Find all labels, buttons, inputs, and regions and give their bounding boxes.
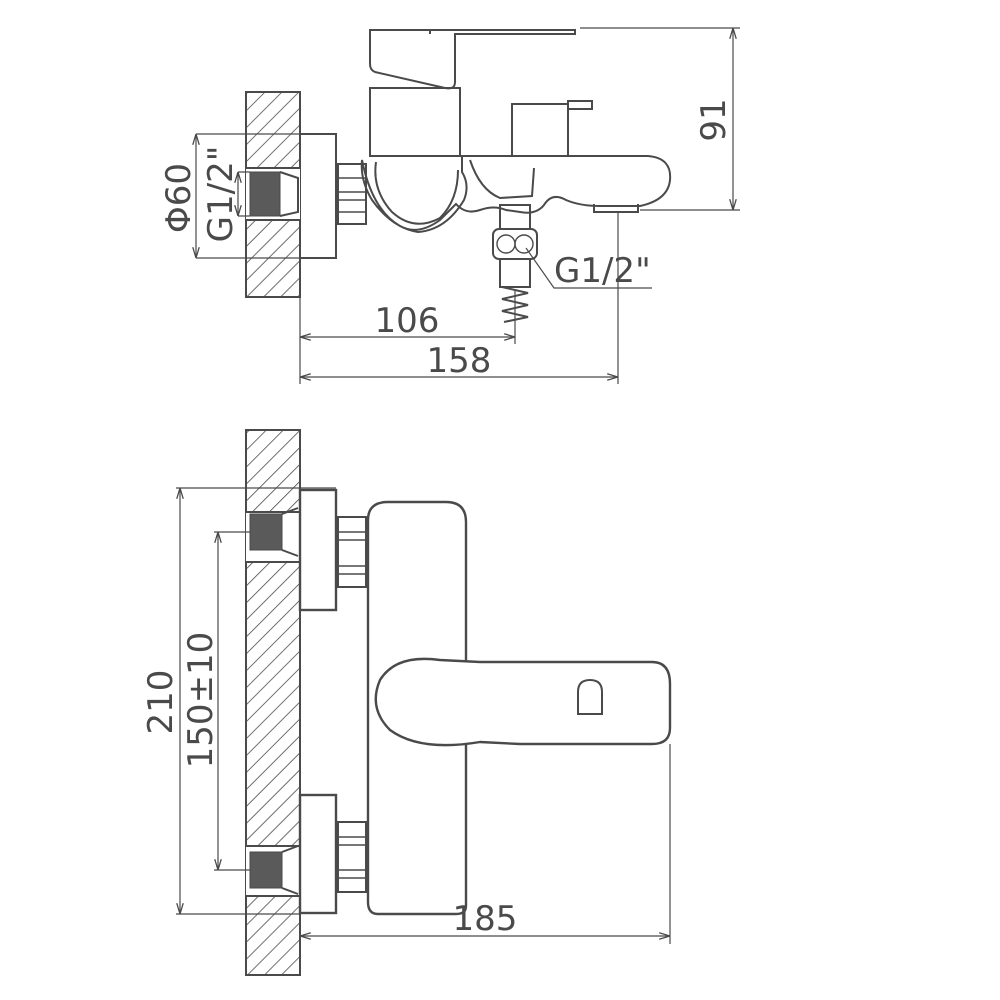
front-view: 210 150±10 185: [141, 429, 672, 976]
flange-lower: [298, 793, 338, 915]
dim-thread-wall-label: G1/2": [201, 146, 241, 243]
cartridge-housing-top: [369, 87, 461, 157]
dim-overall-height: 210: [141, 487, 336, 915]
flange-upper: [298, 488, 338, 612]
dim-thread-outlet-label: G1/2": [554, 251, 651, 291]
dim-height-top: 91: [580, 27, 740, 211]
dim-height-label: 91: [694, 98, 734, 141]
dim-center-distance-label: 150±10: [181, 632, 221, 769]
dim-overall-height-label: 210: [141, 670, 181, 735]
mixer-lever-front: [374, 657, 672, 747]
wall-thread-top: [249, 171, 281, 217]
dim-center-distance: 150±10: [181, 531, 250, 871]
dim-diameter: Φ60: [159, 133, 300, 259]
dim-thread-outlet: G1/2": [525, 247, 652, 291]
hex-nut-upper: [337, 516, 367, 588]
wall-thread-lower: [249, 851, 283, 889]
lever-knob-front: [577, 678, 603, 715]
hex-nut-lower: [337, 821, 367, 893]
dim-width: 185: [300, 744, 671, 944]
diverter-knob-top: [511, 103, 569, 157]
spout-outlet-top: [593, 204, 639, 213]
dim-thread-wall: G1/2": [201, 146, 250, 243]
dim-to-outlet-label: 106: [375, 301, 440, 341]
wall-thread-upper: [249, 513, 283, 551]
wall-flange-top: [300, 133, 337, 259]
dim-depth: 158: [300, 212, 619, 384]
hex-nut-top: [337, 163, 367, 225]
mixer-lever-top: [369, 29, 576, 90]
dim-diameter-label: Φ60: [159, 163, 199, 233]
top-view: 91 Φ60 G1/2" G1/2" 106 15: [159, 27, 740, 384]
shower-outlet-top: [492, 204, 538, 323]
wall-section-front: [245, 429, 301, 976]
dim-to-outlet: 106: [299, 258, 516, 384]
mixer-body-top: [360, 155, 672, 234]
dim-depth-label: 158: [427, 341, 492, 381]
dim-width-label: 185: [453, 899, 518, 939]
